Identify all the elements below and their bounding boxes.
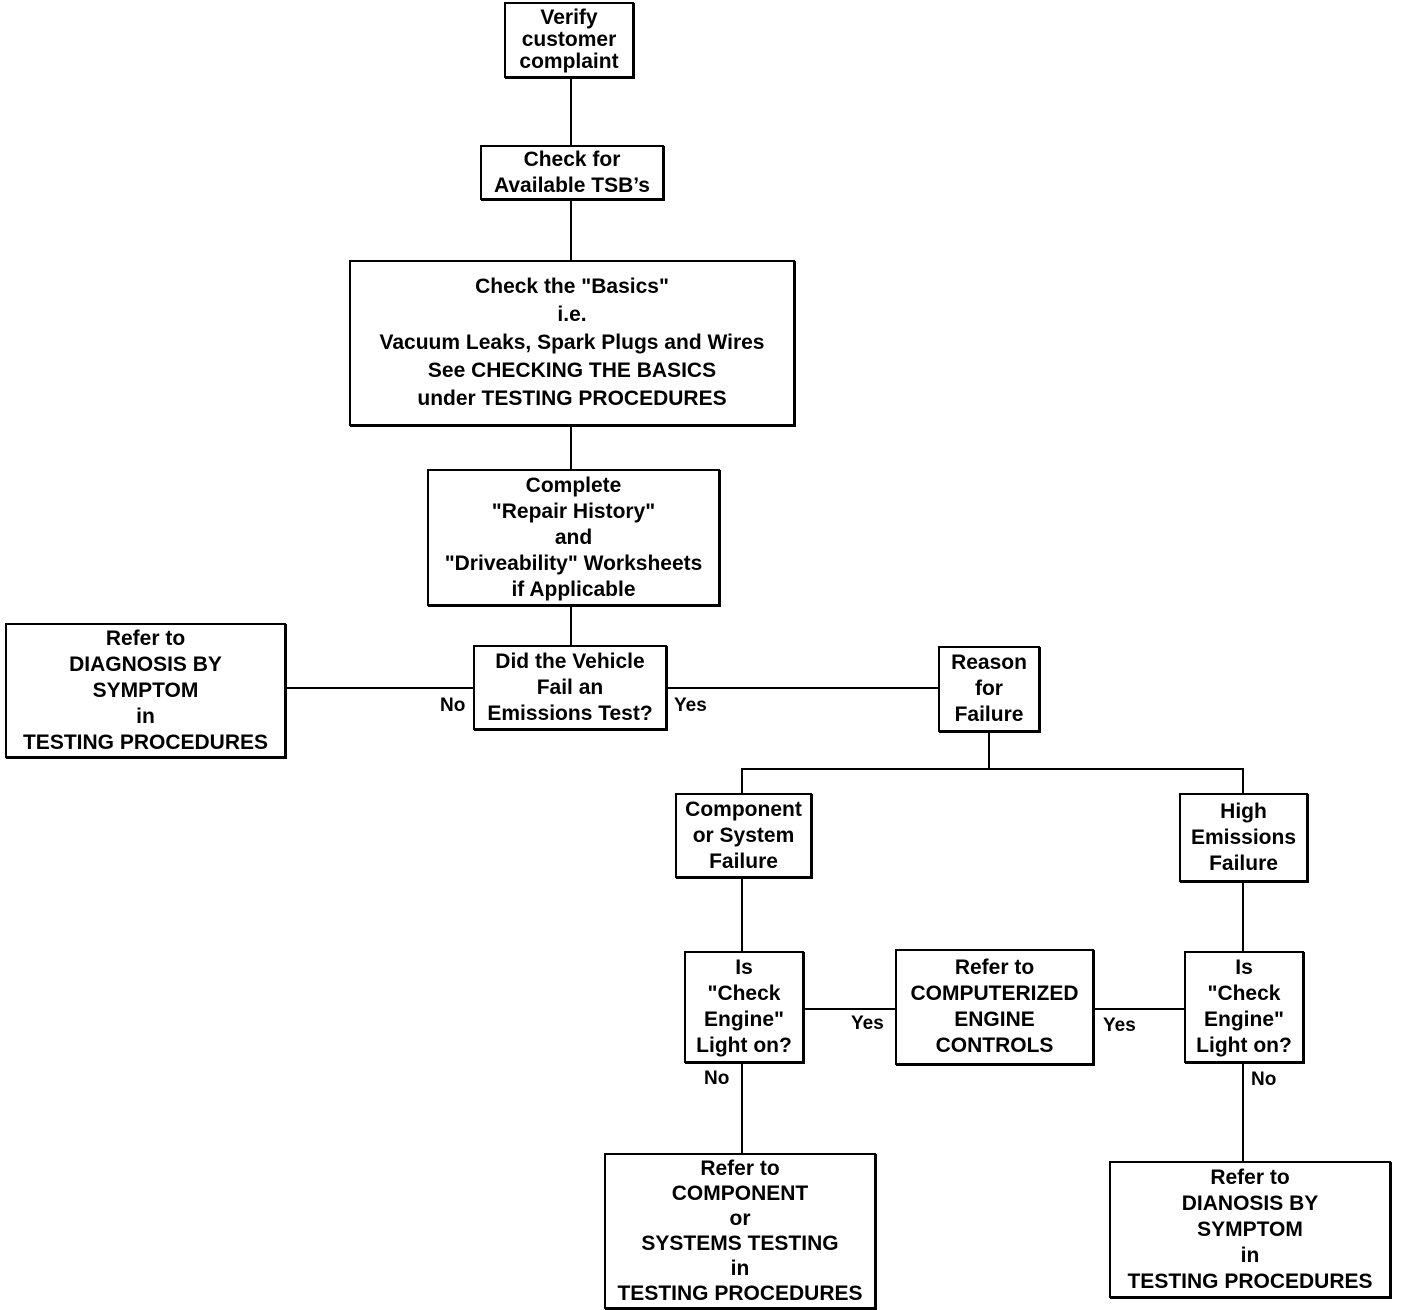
dianosis-by-symptom-right-box: Refer to DIANOSIS BY SYMPTOM in TESTING … — [1109, 1161, 1391, 1298]
edge-label-yes-cel-left: Yes — [851, 1013, 884, 1034]
reason-for-failure-box: Reason for Failure — [938, 646, 1040, 732]
check-engine-right-decision: Is "Check Engine" Light on? — [1184, 951, 1304, 1063]
edge-label-yes-cel-right: Yes — [1103, 1015, 1136, 1036]
high-emissions-box: High Emissions Failure — [1179, 793, 1308, 882]
emissions-test-text: Did the Vehicle Fail an Emissions Test? — [487, 649, 653, 725]
verify-complaint-text: Verify customer complaint — [519, 6, 619, 73]
emissions-test-decision: Did the Vehicle Fail an Emissions Test? — [473, 645, 667, 730]
repair-history-text: Complete "Repair History" and "Driveabil… — [444, 473, 703, 601]
check-basics-box: Check the "Basics" i.e. Vacuum Leaks, Sp… — [349, 260, 795, 426]
component-failure-box: Component or System Failure — [675, 793, 812, 878]
edge-label-yes-right: Yes — [674, 695, 707, 716]
reason-for-failure-text: Reason for Failure — [951, 651, 1027, 726]
edge-label-no-cel-left: No — [704, 1068, 730, 1089]
check-engine-left-decision: Is "Check Engine" Light on? — [684, 951, 804, 1063]
check-tsb-box: Check for Available TSB’s — [480, 145, 664, 200]
dianosis-by-symptom-right-text: Refer to DIANOSIS BY SYMPTOM in TESTING … — [1127, 1165, 1373, 1293]
edge-split-component — [741, 768, 1244, 795]
diagnosis-by-symptom-left-box: Refer to DIAGNOSIS BY SYMPTOM in TESTING… — [5, 623, 286, 758]
diagnosis-by-symptom-left-text: Refer to DIAGNOSIS BY SYMPTOM in TESTING… — [22, 626, 269, 754]
edge-label-no-cel-right: No — [1251, 1069, 1277, 1090]
verify-complaint-box: Verify customer complaint — [504, 2, 634, 78]
check-tsb-text: Check for Available TSB’s — [493, 147, 650, 197]
check-engine-left-text: Is "Check Engine" Light on? — [696, 956, 792, 1057]
high-emissions-text: High Emissions Failure — [1190, 799, 1297, 875]
check-basics-text: Check the "Basics" i.e. Vacuum Leaks, Sp… — [379, 275, 765, 410]
edge-label-no-left: No — [440, 695, 466, 716]
computerized-engine-controls-text: Refer to COMPUTERIZED ENGINE CONTROLS — [910, 956, 1079, 1057]
component-failure-text: Component or System Failure — [685, 797, 802, 873]
component-testing-text: Refer to COMPONENT or SYSTEMS TESTING in… — [617, 1157, 863, 1305]
repair-history-box: Complete "Repair History" and "Driveabil… — [427, 469, 720, 606]
computerized-engine-controls-box: Refer to COMPUTERIZED ENGINE CONTROLS — [895, 949, 1094, 1065]
component-testing-box: Refer to COMPONENT or SYSTEMS TESTING in… — [604, 1153, 876, 1309]
check-engine-right-text: Is "Check Engine" Light on? — [1196, 956, 1292, 1057]
